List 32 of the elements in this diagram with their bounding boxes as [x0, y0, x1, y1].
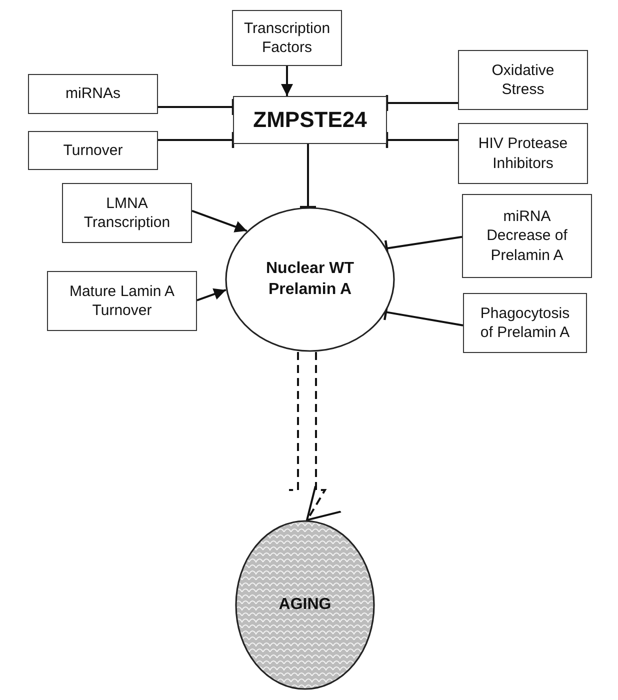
node-label: Phagocytosis of Prelamin A — [479, 304, 571, 342]
node-label: Mature Lamin A Turnover — [68, 282, 176, 320]
node-label: Oxidative Stress — [490, 60, 556, 100]
process-box — [28, 131, 158, 170]
node-label: ZMPSTE24 — [253, 106, 367, 134]
inhibition-line — [298, 144, 318, 208]
process-box — [463, 293, 587, 353]
node-label: Turnover — [63, 140, 123, 160]
node-label: Nuclear WT Prelamin A — [264, 258, 355, 300]
inhibition-line — [158, 130, 234, 150]
ellipse-node — [235, 520, 375, 690]
process-box — [462, 194, 592, 278]
inhibition-line — [158, 98, 234, 116]
node-label: AGING — [278, 594, 332, 615]
process-box — [458, 123, 588, 184]
node-label: HIV Protease Inhibitors — [477, 134, 569, 173]
process-box — [62, 183, 192, 243]
inhibition-line — [386, 130, 458, 150]
node-label: LMNA Transcription — [82, 194, 172, 232]
arrow — [192, 210, 248, 232]
node-label: miRNAs — [66, 84, 120, 104]
process-box — [47, 271, 197, 331]
inhibition-line — [386, 94, 458, 112]
process-box — [458, 50, 588, 110]
arrow — [281, 66, 293, 96]
node-label: Transcription Factors — [244, 18, 330, 58]
ellipse-node — [225, 207, 395, 352]
arrow — [196, 288, 226, 302]
process-box — [28, 74, 158, 114]
process-box — [233, 96, 387, 144]
node-label: miRNA Decrease of Prelamin A — [486, 206, 568, 266]
process-box — [232, 10, 342, 66]
